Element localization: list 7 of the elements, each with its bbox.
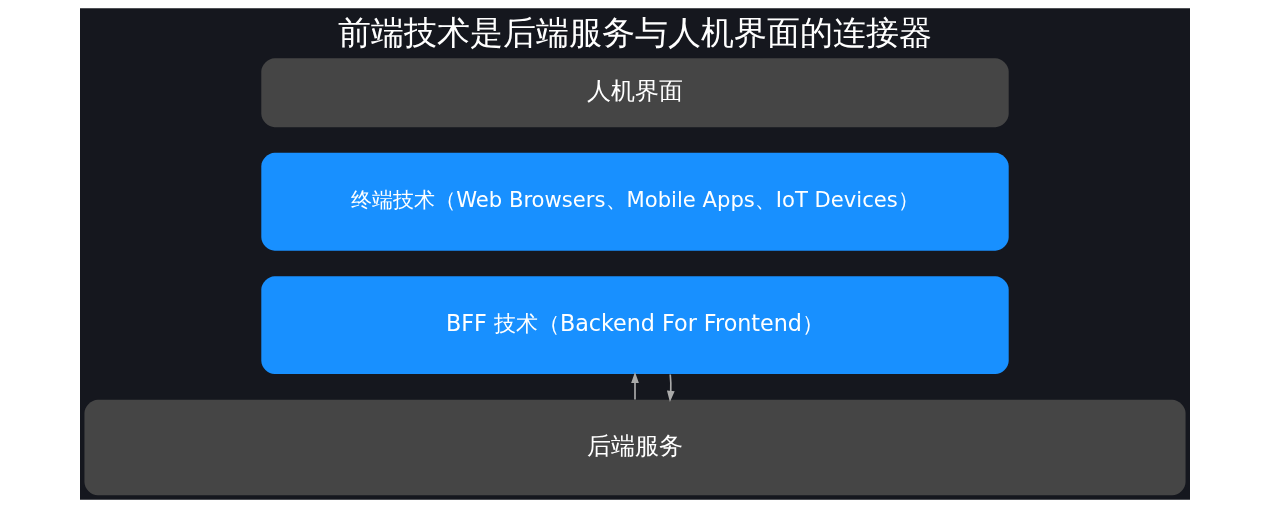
node-box: 终端技术（Web Browsers、Mobile Apps、IoT Devices） [260, 152, 1009, 251]
node-box: 人机界面 [260, 58, 1009, 128]
node-box: BFF 技术（Backend For Frontend） [260, 276, 1009, 375]
arrow [630, 371, 639, 401]
diagram-title: 前端技术是后端服务与人机界面的连接器 [337, 12, 932, 52]
node-box: 后端服务 [83, 399, 1186, 496]
arrow [666, 373, 675, 402]
